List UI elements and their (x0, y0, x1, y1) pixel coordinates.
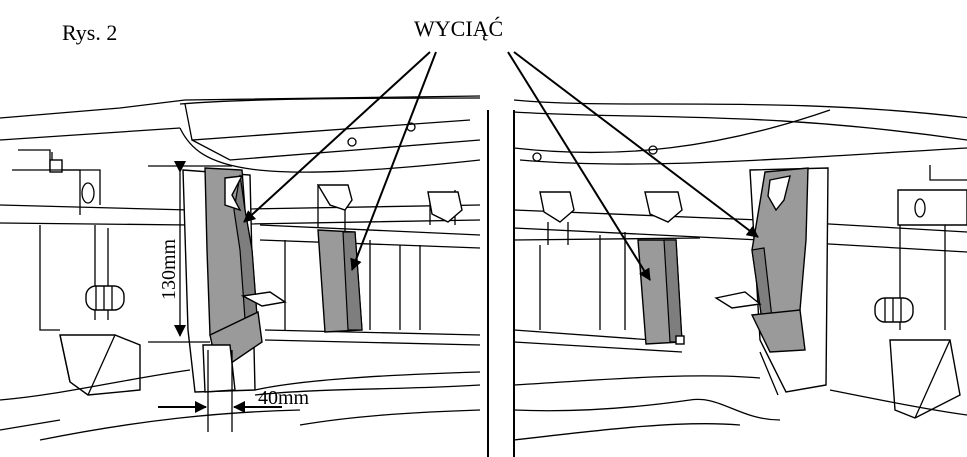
right-pillar-hole (914, 198, 926, 218)
arrow-right-center (507, 51, 651, 281)
right-hole-1 (532, 152, 542, 162)
left-roof-line (0, 95, 481, 119)
right-vehicle-view (513, 99, 967, 441)
left-vehicle-view (0, 95, 481, 441)
arrow-left-main (243, 51, 431, 223)
figure-label: Rys. 2 (62, 20, 117, 45)
height-dimension-label: 130mm (158, 238, 180, 300)
bolt-icon (874, 297, 914, 323)
width-dimension: 40mm (158, 350, 310, 432)
width-dimension-label: 40mm (258, 387, 310, 409)
cut-callout: WYCIĄĆ (414, 16, 503, 41)
height-dimension: 130mm (148, 161, 232, 343)
right-hole-2 (648, 145, 658, 155)
arrow-right-main (513, 51, 759, 238)
bolt-icon (85, 285, 125, 311)
arrowhead-icon (240, 291, 287, 307)
arrowhead-icon (714, 291, 762, 309)
left-pillar-hole (81, 182, 95, 204)
arrow-left-center (350, 51, 437, 271)
left-hole-1 (347, 137, 357, 147)
cut-arrows (243, 51, 759, 281)
